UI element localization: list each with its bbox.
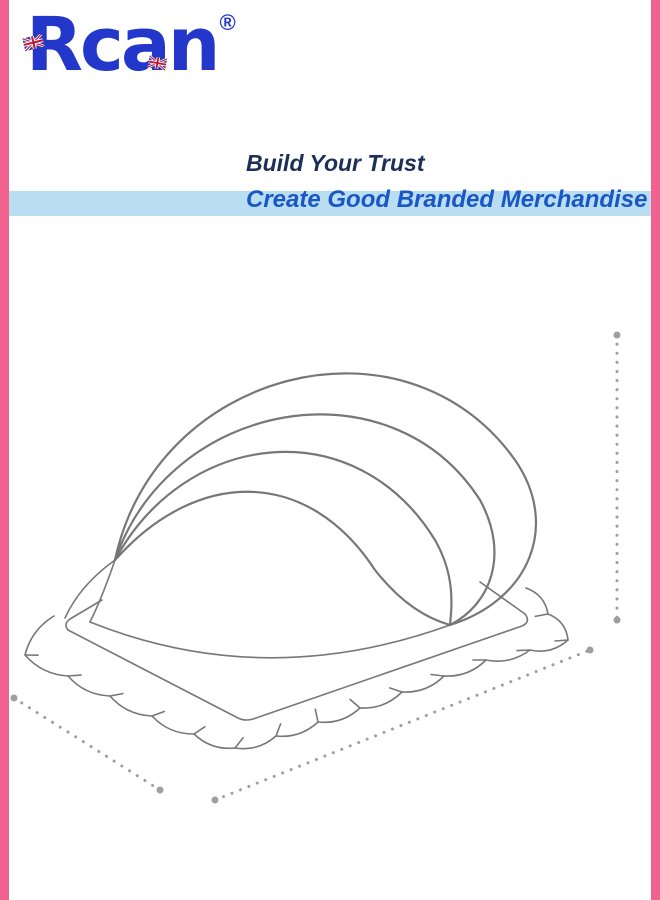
brand-logo-text: Rcan xyxy=(26,2,220,88)
mosquito-net-illustration xyxy=(10,331,621,804)
union-jack-flag-icon xyxy=(21,32,46,56)
width-dimension-line xyxy=(12,696,162,792)
union-jack-flag-icon xyxy=(146,54,168,76)
right-pink-border xyxy=(651,0,660,900)
tagline-line2: Create Good Branded Merchandise xyxy=(246,186,648,213)
registered-trademark: ® xyxy=(219,10,236,35)
length-dimension-line xyxy=(213,648,592,802)
left-pink-border xyxy=(0,0,9,900)
ruffle-border xyxy=(24,587,569,750)
product-sketch xyxy=(10,330,650,835)
brand-logo: Rcan® xyxy=(21,8,236,82)
tagline-line1: Build Your Trust xyxy=(246,150,425,176)
dimension-lines xyxy=(10,331,621,804)
tagline-band xyxy=(0,191,660,216)
mattress xyxy=(65,581,529,721)
mosquito-net-dome xyxy=(64,372,538,659)
